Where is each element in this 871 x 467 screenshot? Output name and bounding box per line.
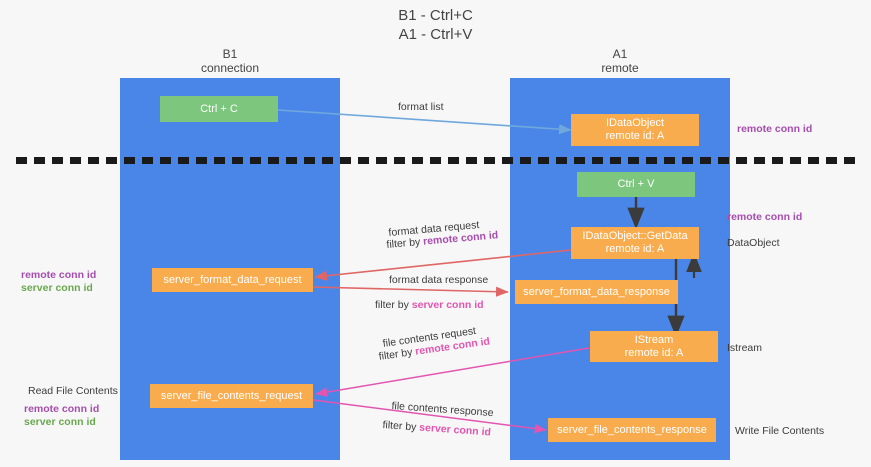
annotation-right-remote-conn-id-top: remote conn id xyxy=(737,123,813,135)
annotation-right-dataobject: DataObject xyxy=(727,237,780,249)
node-istream-label: IStream xyxy=(634,333,674,346)
node-idataobject-sublabel: remote id: A xyxy=(605,130,665,142)
edge-label-format-data-request-filter-prefix: filter by xyxy=(386,235,424,251)
annotation-left-remote-conn-id: remote conn id xyxy=(21,269,97,281)
node-idataobject-label: IDataObject xyxy=(605,117,665,129)
edge-label-format-list: format list xyxy=(398,101,444,113)
annotation-right-istream: Istream xyxy=(727,342,763,354)
annotation-right-remote-conn-id-mid: remote conn id xyxy=(727,211,803,223)
node-istream[interactable]: IStream remote id: A xyxy=(590,331,718,362)
node-server-format-data-response[interactable]: server_format_data_response xyxy=(515,280,678,304)
node-server-file-contents-request[interactable]: server_file_contents_request xyxy=(150,384,313,408)
title-line-1: B1 - Ctrl+C xyxy=(398,7,473,24)
node-server-format-data-response-label: server_format_data_response xyxy=(523,285,670,298)
arrow-file-contents-request xyxy=(315,347,590,397)
column-header-b1-subtitle: connection xyxy=(200,61,260,75)
column-header-b1: B1 connection xyxy=(120,47,340,75)
node-idataobject[interactable]: IDataObject remote id: A xyxy=(571,114,699,146)
node-ctrl-c[interactable]: Ctrl + C xyxy=(160,96,278,122)
node-ctrl-v-label: Ctrl + V xyxy=(617,178,655,190)
arrow-format-data-request xyxy=(314,249,572,281)
column-header-a1: A1 remote xyxy=(510,47,730,75)
edge-label-format-data-response-filter: filter by server conn id xyxy=(375,299,484,312)
arrow-file-contents-response xyxy=(312,399,547,434)
node-server-format-data-request[interactable]: server_format_data_request xyxy=(152,268,313,292)
arrow-format-data-response xyxy=(312,286,509,297)
annotation-right-write-file-contents: Write File Contents xyxy=(735,425,825,437)
node-server-file-contents-response[interactable]: server_file_contents_response xyxy=(548,418,716,442)
annotation-left-read-file-contents: Read File Contents xyxy=(28,385,118,397)
edge-label-file-contents-response-filter-prefix: filter by xyxy=(382,419,420,434)
node-idataobject-getdata-sublabel: remote id: A xyxy=(605,243,665,255)
annotation-left-remote-conn-id-2: remote conn id xyxy=(24,403,100,415)
edge-label-format-data-response-filter-prefix: filter by xyxy=(375,299,412,311)
node-ctrl-v[interactable]: Ctrl + V xyxy=(577,172,695,197)
node-server-format-data-request-label: server_format_data_request xyxy=(163,273,302,286)
annotation-left-server-conn-id-2: server conn id xyxy=(24,416,96,428)
node-ctrl-c-label: Ctrl + C xyxy=(200,102,238,115)
node-server-file-contents-request-label: server_file_contents_request xyxy=(160,389,303,402)
node-idataobject-getdata[interactable]: IDataObject::GetData remote id: A xyxy=(571,227,699,259)
column-header-a1-subtitle: remote xyxy=(601,61,639,75)
node-server-file-contents-response-label: server_file_contents_response xyxy=(557,423,707,436)
node-idataobject-getdata-label: IDataObject::GetData xyxy=(582,230,688,242)
column-header-a1-title: A1 xyxy=(612,47,628,61)
annotation-left-server-conn-id: server conn id xyxy=(21,282,93,294)
title-line-2: A1 - Ctrl+V xyxy=(398,26,473,43)
edge-label-format-data-response-filter-value: server conn id xyxy=(411,299,484,311)
arrow-format-list xyxy=(277,109,572,135)
node-istream-sublabel: remote id: A xyxy=(624,346,684,359)
edge-label-format-data-response: format data response xyxy=(389,274,489,286)
column-header-b1-title: B1 xyxy=(222,47,238,61)
diagram-title: B1 - Ctrl+C A1 - Ctrl+V xyxy=(0,6,871,44)
